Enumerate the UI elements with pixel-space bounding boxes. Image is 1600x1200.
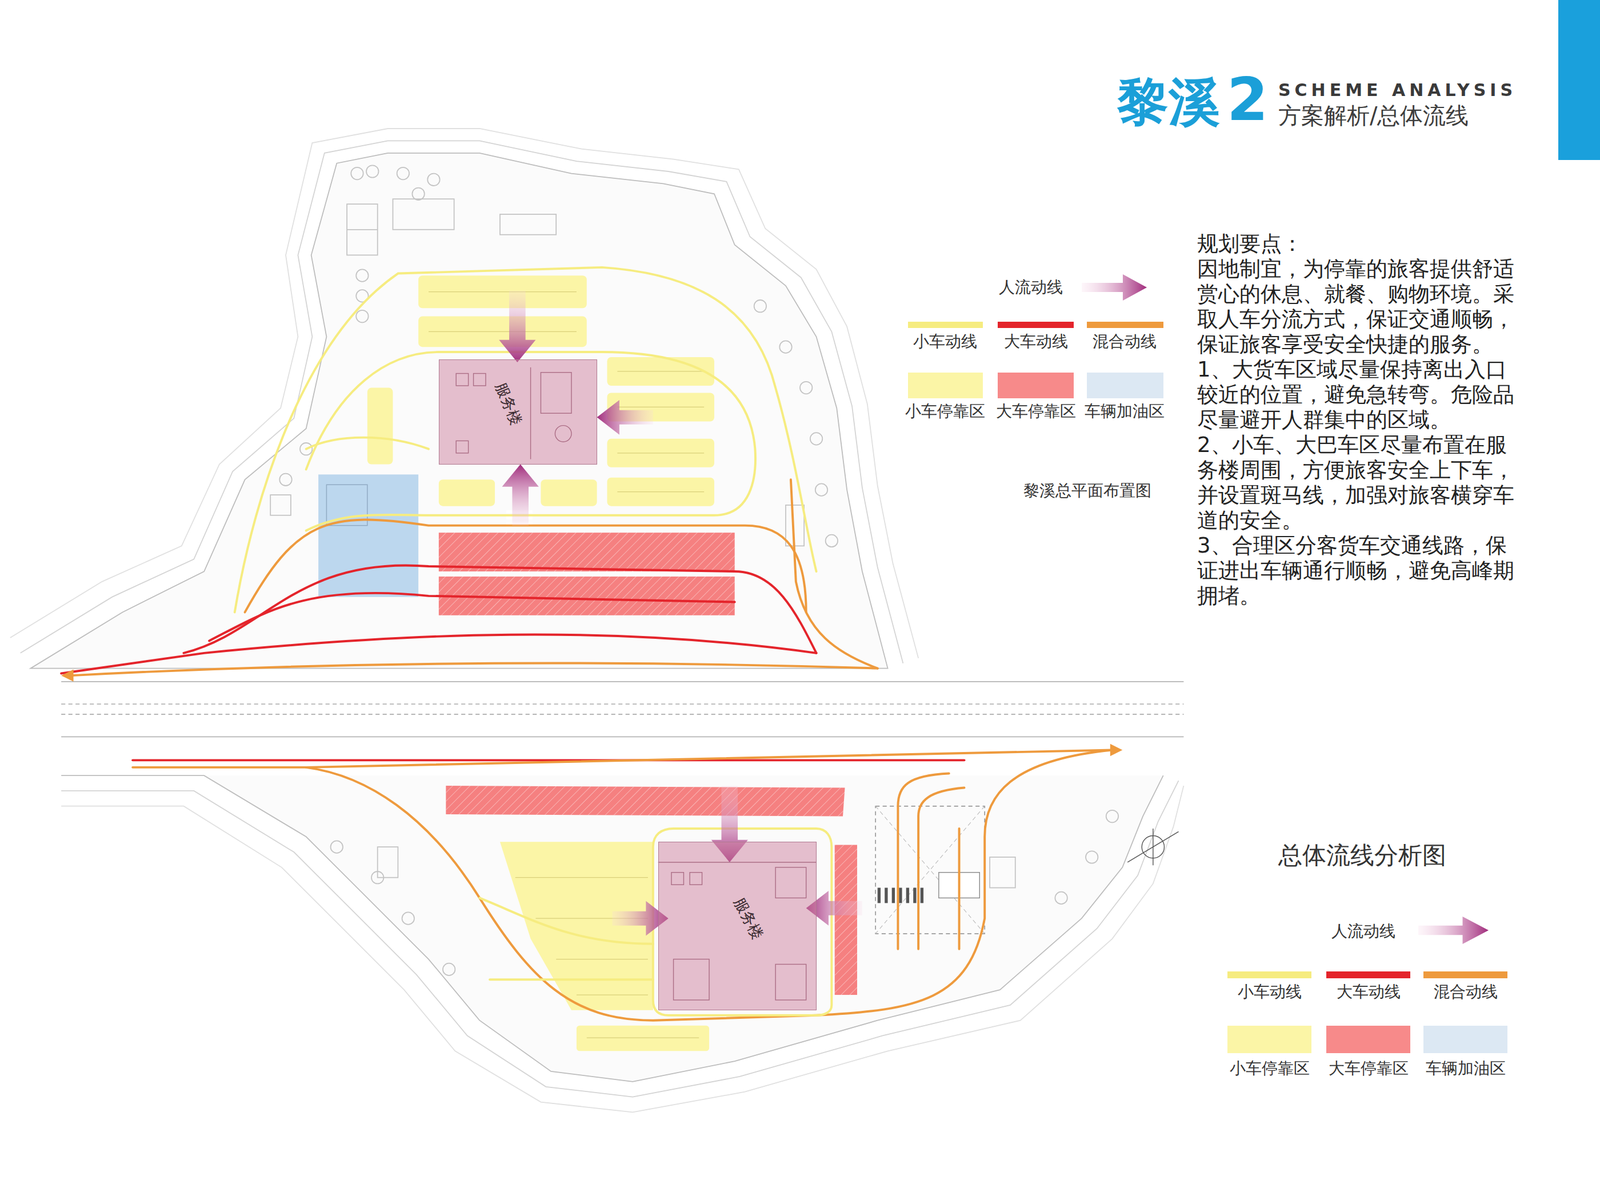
legend-line-sample bbox=[1227, 971, 1312, 979]
legend-label: 车辆加油区 bbox=[1420, 1058, 1512, 1079]
legend-line-sample bbox=[997, 321, 1074, 328]
legend-line-sample bbox=[1326, 971, 1411, 979]
notes-item: 1、大货车区域尽量保持离出入口较近的位置，避免急转弯。危险品尽量避开人群集中的区… bbox=[1197, 357, 1522, 433]
legend-arrow-shape bbox=[1081, 274, 1147, 301]
notes-item: 3、合理区分客货车交通线路，保证进出车辆通行顺畅，避免高峰期拥堵。 bbox=[1197, 533, 1522, 609]
legend-label: 大车停靠区 bbox=[1322, 1058, 1415, 1079]
legend-label: 大车停靠区 bbox=[990, 401, 1082, 422]
building-label: 服务楼 bbox=[730, 894, 767, 943]
building-block: 服务楼 bbox=[658, 841, 817, 1011]
legend-label: 小车动线 bbox=[1224, 982, 1316, 1002]
legend-label: 小车停靠区 bbox=[899, 401, 991, 422]
legend-label: 小车停靠区 bbox=[1224, 1058, 1316, 1079]
legend-label: 小车动线 bbox=[899, 332, 991, 352]
notes-column: 规划要点：因地制宜，为停靠的旅客提供舒适赏心的休息、就餐、购物环境。采取人车分流… bbox=[1197, 231, 1522, 609]
legend-swatch bbox=[1326, 1025, 1411, 1054]
legend-arrow-sample bbox=[1081, 273, 1148, 302]
legend-label: 人流动线 bbox=[1317, 921, 1410, 942]
legend-arrow-sample bbox=[1418, 915, 1490, 946]
legend-label: 混合动线 bbox=[1078, 332, 1171, 352]
building-label: 服务楼 bbox=[492, 380, 525, 428]
brand-name: 黎溪 bbox=[1117, 73, 1220, 131]
page-subtitle: 方案解析/总体流线 bbox=[1278, 101, 1469, 130]
legend-line-sample bbox=[1423, 971, 1508, 979]
legend-line-sample bbox=[1086, 321, 1164, 328]
plans bbox=[10, 128, 1184, 1112]
notes-item: 2、小车、大巴车区尽量布置在服务楼周围，方便旅客安全上下车，并设置斑马线，加强对… bbox=[1197, 432, 1522, 534]
legend-label: 大车动线 bbox=[990, 332, 1082, 352]
figure-caption: 总体流线分析图 bbox=[1278, 841, 1447, 870]
legend-swatch bbox=[1227, 1025, 1312, 1054]
legend-label: 人流动线 bbox=[985, 277, 1077, 298]
legend-swatch bbox=[1086, 372, 1164, 399]
plan-caption: 黎溪总平面布置图 bbox=[1023, 481, 1152, 501]
section-heading: SCHEME ANALYSIS bbox=[1278, 80, 1517, 101]
legend-arrow-shape bbox=[1418, 916, 1489, 944]
legend-swatch bbox=[1423, 1025, 1508, 1054]
legend-label: 混合动线 bbox=[1420, 982, 1512, 1002]
legend-swatch bbox=[997, 372, 1074, 399]
legend-label: 车辆加油区 bbox=[1078, 401, 1171, 422]
legend-label: 大车动线 bbox=[1322, 982, 1415, 1002]
legend-line-sample bbox=[908, 321, 983, 328]
building-block: 服务楼 bbox=[438, 359, 598, 465]
header-bar bbox=[1558, 0, 1600, 160]
notes-heading: 规划要点： bbox=[1197, 231, 1522, 257]
legend-swatch bbox=[908, 372, 983, 399]
notes-paragraph: 因地制宜，为停靠的旅客提供舒适赏心的休息、就餐、购物环境。采取人车分流方式，保证… bbox=[1197, 256, 1522, 358]
section-number: 2 bbox=[1226, 67, 1268, 132]
